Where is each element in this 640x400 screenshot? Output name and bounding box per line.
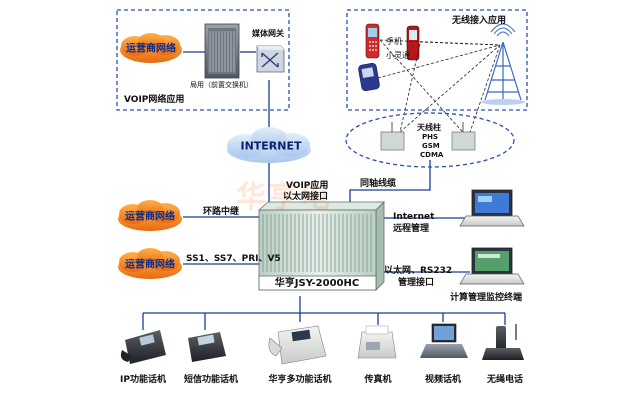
antenna-gsm-label: GSM — [422, 142, 440, 150]
voip-operator-cloud — [120, 33, 182, 63]
antenna-label: 天线柱 — [417, 123, 441, 132]
trunk-label: 环路中继 — [203, 207, 240, 217]
pbx-rack-icon — [204, 23, 240, 79]
internet-mgmt-label-1: Internet — [393, 212, 435, 222]
xiaolingtong-label: 小灵通 — [386, 51, 410, 60]
fax-graphic — [357, 325, 397, 359]
media-gateway-icon — [256, 45, 285, 73]
laptop-monitor-icon — [459, 247, 525, 285]
terminal-label: 计算管理监控终端 — [450, 293, 523, 303]
antenna-panel-icon — [380, 122, 476, 151]
device-caption-ip-phone: IP功能话机 — [120, 375, 166, 385]
antenna-phs-label: PHS — [422, 133, 439, 141]
laptop-remote-icon — [459, 189, 525, 227]
signaling-label: SS1、SS7、PRI、V5 — [186, 254, 281, 264]
radio-links — [377, 39, 501, 139]
main-chassis-icon — [257, 201, 385, 291]
device-caption-sms-phone: 短信功能话机 — [183, 375, 239, 385]
multifunction-phone-graphic — [268, 325, 327, 365]
antenna-group-ellipse — [345, 112, 515, 168]
internet-cloud — [227, 127, 311, 163]
voip-dashed-box — [116, 9, 290, 111]
ip-phone-graphic — [120, 330, 166, 364]
video-phone-graphic — [420, 323, 468, 358]
sms-phone-graphic — [188, 332, 226, 362]
xiaolingtong-phone-icon — [358, 62, 380, 92]
voip-caption: VOIP网络应用 — [124, 95, 185, 105]
cell-tower-icon — [481, 23, 525, 105]
operator-cloud-1 — [118, 200, 182, 231]
device-caption-fax: 传真机 — [364, 375, 392, 385]
operator-cloud-2-label: 运营商网络 — [125, 259, 175, 271]
device-caption-video-phone: 视频话机 — [424, 375, 462, 385]
phone-label: 手机 — [386, 37, 402, 46]
media-gateway-label: 媒体网关 — [252, 29, 284, 38]
coax-label: 同轴线缆 — [360, 179, 397, 189]
operator-cloud-1-label: 运营商网络 — [125, 211, 175, 223]
eth-rs232-label: 以太网、RS232 — [384, 266, 453, 276]
internet-mgmt-label-2: 远程管理 — [393, 224, 430, 234]
mgmt-interface-label: 管理接口 — [398, 278, 435, 288]
connection-lines — [142, 51, 506, 330]
wireless-title: 无线接入应用 — [452, 16, 507, 26]
internet-label: INTERNET — [240, 139, 302, 153]
device-caption-multifunction-phone: 华亨多功能话机 — [268, 375, 332, 385]
operator-cloud-2 — [118, 248, 182, 279]
cordless-phone-graphic — [482, 324, 524, 360]
main-unit-name: 华亨JSY-2000HC — [274, 278, 360, 289]
antenna-cdma-label: CDMA — [420, 151, 444, 159]
voip-operator-cloud-label: 运营商网络 — [126, 43, 176, 55]
phone-handset-icon — [365, 23, 380, 59]
watermark-text: 华亨电 — [236, 180, 332, 215]
ethernet-interface-label: 以太网接口 — [283, 192, 329, 202]
flip-phone-icon — [406, 25, 420, 61]
device-caption-cordless-phone: 无绳电话 — [486, 375, 524, 385]
pbx-label: 局用（前置交换机） — [190, 81, 253, 89]
voip-app-label: VOIP应用 — [286, 181, 329, 191]
